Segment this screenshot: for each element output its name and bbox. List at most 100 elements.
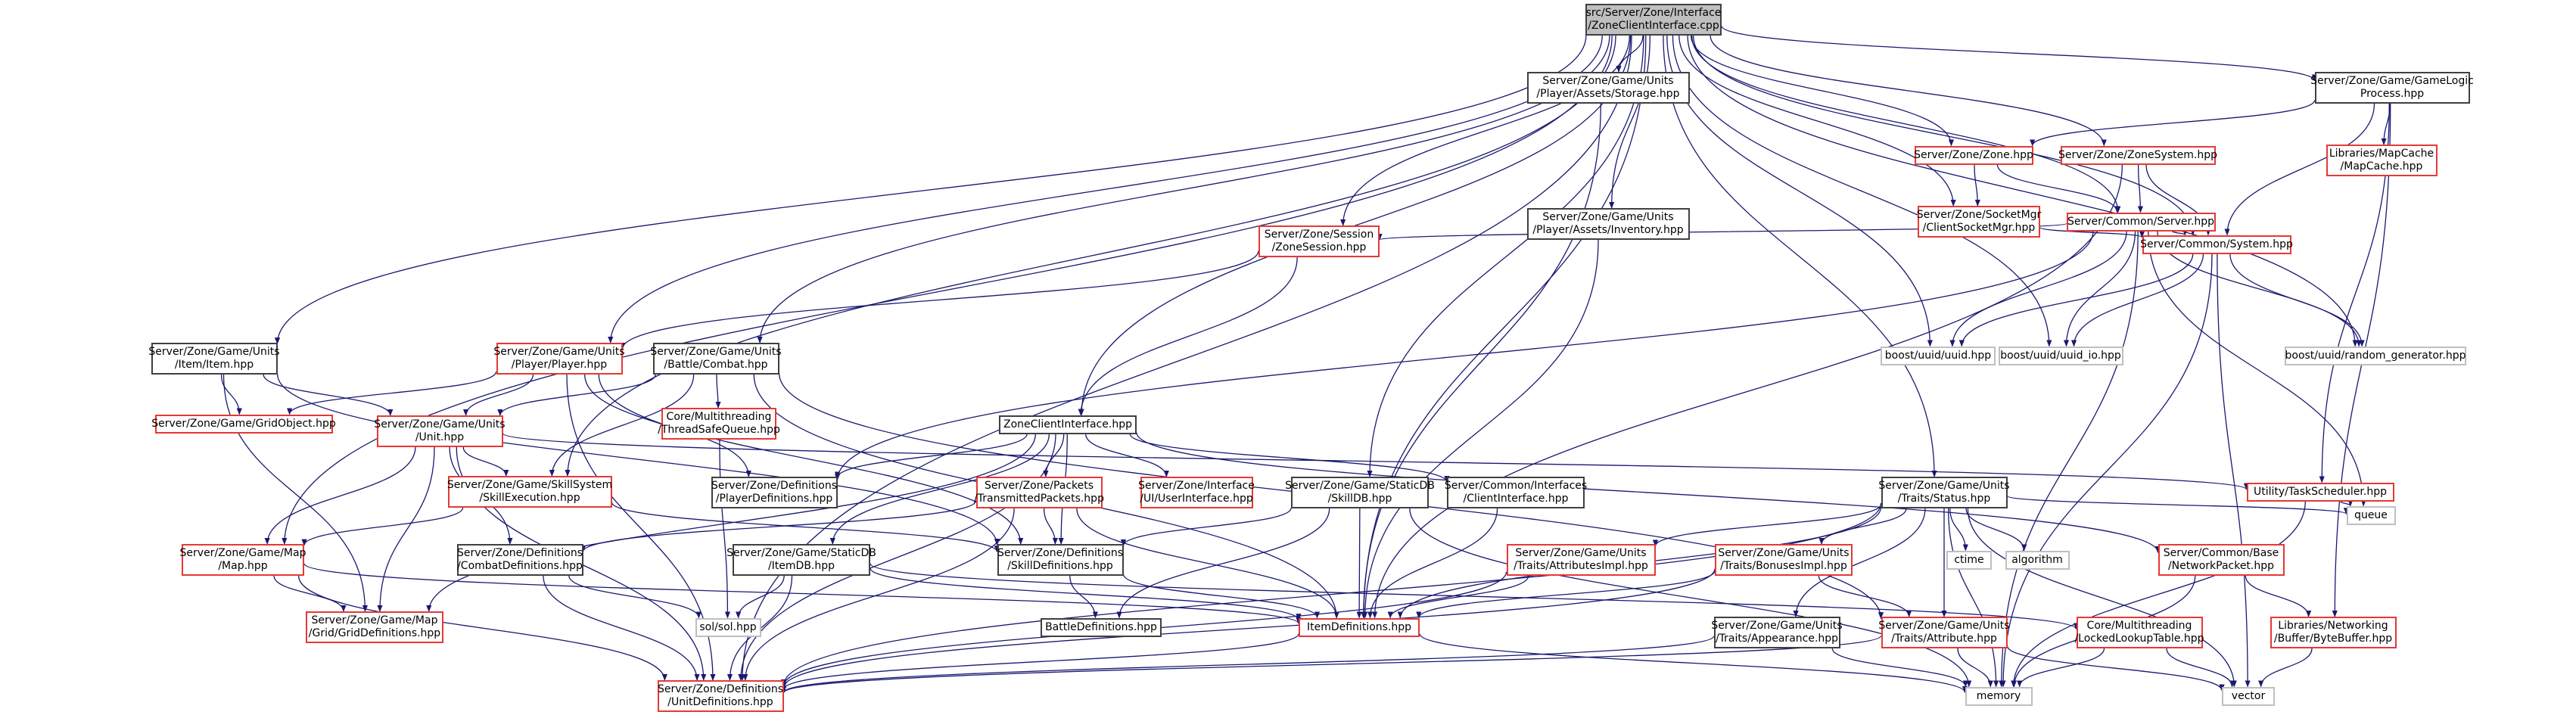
- edge-combat-to-skillexec: [549, 374, 695, 477]
- node-label-line: /PlayerDefinitions.hpp: [715, 493, 833, 505]
- node-tsqueue[interactable]: Core/Multithreading/ThreadSafeQueue.hpp: [658, 408, 780, 440]
- edge-unit-to-map: [264, 446, 416, 545]
- node-sol[interactable]: sol/sol.hpp: [695, 617, 761, 637]
- node-root[interactable]: src/Server/Zone/Interface/ZoneClientInte…: [1585, 4, 1722, 36]
- node-label-line: /SkillDefinitions.hpp: [1007, 560, 1113, 572]
- node-label-line: /Unit.hpp: [415, 431, 465, 443]
- edge-itemdb-to-unitdefs: [726, 575, 793, 681]
- node-zci[interactable]: ZoneClientInterface.hpp: [999, 415, 1137, 434]
- node-combatdefs[interactable]: Server/Zone/Definitions/CombatDefinition…: [456, 544, 583, 576]
- node-combat[interactable]: Server/Zone/Game/Units/Battle/Combat.hpp: [650, 343, 782, 375]
- node-label-line: Server/Zone/Packets: [984, 480, 1094, 492]
- node-status[interactable]: Server/Zone/Game/Units/Traits/Status.hpp: [1878, 477, 2010, 508]
- edge-status-to-attrimpl: [1652, 504, 1882, 547]
- edge-itemdb-to-sol: [736, 575, 785, 619]
- node-memory[interactable]: memory: [1965, 686, 2033, 706]
- node-label-line: /UI/UserInterface.hpp: [1140, 493, 1253, 505]
- edge-root-to-server: [1691, 35, 2121, 213]
- edge-root-to-itemdefs: [1361, 35, 1647, 619]
- node-uuidio[interactable]: boost/uuid/uuid_io.hpp: [1998, 346, 2123, 365]
- edge-system-to-uuidio: [2070, 253, 2204, 347]
- node-appearance[interactable]: Server/Zone/Game/Units/Traits/Appearance…: [1711, 617, 1843, 648]
- node-lockedtable[interactable]: Core/Multithreading/LockedLookupTable.hp…: [2074, 617, 2204, 648]
- edge-attribute-to-vector: [2006, 645, 2225, 692]
- node-label-line: Server/Zone/ZoneSystem.hpp: [2058, 148, 2217, 161]
- node-inventory[interactable]: Server/Zone/Game/Units/Player/Assets/Inv…: [1526, 208, 1690, 240]
- node-server[interactable]: Server/Common/Server.hpp: [2066, 212, 2216, 232]
- node-uiuser[interactable]: Server/Zone/Interface/UI/UserInterface.h…: [1138, 477, 1255, 508]
- node-mapcache[interactable]: Libraries/MapCache/MapCache.hpp: [2326, 145, 2438, 176]
- node-attrimpl[interactable]: Server/Zone/Game/Units/Traits/Attributes…: [1506, 544, 1656, 576]
- node-label-line: /NetworkPacket.hpp: [2167, 560, 2275, 572]
- edge-root-to-randgen: [1687, 35, 2358, 347]
- node-ctime[interactable]: ctime: [1946, 550, 1992, 570]
- node-netpacket[interactable]: Server/Common/Base/NetworkPacket.hpp: [2158, 544, 2285, 576]
- node-label-line: Server/Zone/Game/Units: [493, 346, 625, 358]
- node-vector[interactable]: vector: [2222, 686, 2275, 706]
- node-label-line: Core/Multithreading: [2086, 620, 2192, 632]
- edge-root-to-zonesession: [1340, 35, 1630, 226]
- node-clientsocket[interactable]: Server/Zone/SocketMgr/ClientSocketMgr.hp…: [1917, 206, 2041, 238]
- node-label-line: /ClientInterface.hpp: [1463, 493, 1569, 505]
- node-player[interactable]: Server/Zone/Game/Units/Player/Player.hpp: [493, 343, 625, 375]
- edge-bonusimpl-to-attribute: [1818, 575, 1912, 617]
- edge-combat-to-tsqueue: [715, 374, 721, 409]
- node-map[interactable]: Server/Zone/Game/Map/Map.hpp: [180, 544, 306, 576]
- node-label-line: Core/Multithreading: [666, 411, 772, 423]
- edge-skilldb-to-skilldefs: [1120, 508, 1292, 547]
- node-label-line: Process.hpp: [2360, 88, 2425, 100]
- node-label-line: Server/Common/Base: [2163, 547, 2279, 559]
- node-algorithm[interactable]: algorithm: [2005, 550, 2070, 570]
- node-skillexec[interactable]: Server/Zone/Game/SkillSystem/SkillExecut…: [447, 476, 612, 508]
- edge-root-to-player: [608, 35, 1603, 344]
- node-label-line: Server/Zone/Game/GridObject.hpp: [151, 417, 336, 430]
- node-uuid[interactable]: boost/uuid/uuid.hpp: [1881, 346, 1996, 365]
- node-zonehpp[interactable]: Server/Zone/Zone.hpp: [1914, 145, 2033, 165]
- node-unit[interactable]: Server/Zone/Game/Units/Unit.hpp: [374, 415, 506, 447]
- node-system[interactable]: Server/Common/System.hpp: [2140, 235, 2293, 254]
- node-gridobject[interactable]: Server/Zone/Game/GridObject.hpp: [151, 414, 336, 434]
- node-label-line: boost/uuid/uuid_io.hpp: [2000, 349, 2121, 362]
- node-label-line: Server/Zone/Game/StaticDB: [1285, 480, 1435, 492]
- node-bonusimpl[interactable]: Server/Zone/Game/Units/Traits/BonusesImp…: [1715, 544, 1853, 576]
- edge-system-to-uuid: [1958, 253, 2194, 347]
- edge-netpacket-to-bytebuffer: [2245, 575, 2312, 617]
- edge-status-to-appearance: [1793, 508, 1926, 617]
- node-bytebuffer[interactable]: Libraries/Networking/Buffer/ByteBuffer.h…: [2270, 617, 2397, 648]
- node-label-line: Server/Zone/Game/GameLogic: [2310, 75, 2474, 87]
- node-unitdefs[interactable]: Server/Zone/Definitions/UnitDefinitions.…: [657, 680, 784, 712]
- node-zonesystem[interactable]: Server/Zone/ZoneSystem.hpp: [2058, 145, 2217, 165]
- node-taskscheduler[interactable]: Utility/TaskScheduler.hpp: [2246, 482, 2394, 502]
- edge-taskscheduler-to-queue: [2340, 499, 2354, 507]
- edge-map-to-itemdefs: [303, 563, 1302, 625]
- node-label-line: Server/Zone/Game/Units: [1878, 620, 2010, 632]
- node-label-line: /ClientSocketMgr.hpp: [1922, 222, 2036, 234]
- node-skilldefs[interactable]: Server/Zone/Definitions/SkillDefinitions…: [997, 544, 1124, 576]
- edge-root-to-map: [282, 35, 1613, 545]
- node-attribute[interactable]: Server/Zone/Game/Units/Traits/Attribute.…: [1878, 617, 2010, 648]
- node-playerdefs[interactable]: Server/Zone/Definitions/PlayerDefinition…: [711, 477, 838, 508]
- node-itemdefs[interactable]: ItemDefinitions.hpp: [1299, 617, 1420, 637]
- edge-bonusimpl-to-unitdefs: [780, 568, 1716, 689]
- node-queue[interactable]: queue: [2346, 505, 2396, 525]
- node-item[interactable]: Server/Zone/Game/Units/Item/Item.hpp: [148, 343, 280, 375]
- edge-appearance-to-memory: [1831, 648, 1968, 688]
- edge-zci-to-packets: [1043, 434, 1065, 477]
- edge-root-to-inventory: [1609, 35, 1650, 209]
- node-skilldb[interactable]: Server/Zone/Game/StaticDB/SkillDB.hpp: [1285, 477, 1435, 508]
- node-randgen[interactable]: boost/uuid/random_generator.hpp: [2285, 346, 2466, 365]
- node-clientif[interactable]: Server/Common/Interfaces/ClientInterface…: [1445, 477, 1587, 508]
- node-label-line: /Battle/Combat.hpp: [664, 359, 768, 371]
- edge-zci-to-uiuser: [1084, 434, 1169, 477]
- edge-lockedtable-to-memory: [2017, 648, 2105, 688]
- node-packets[interactable]: Server/Zone/Packets/TransmittedPackets.h…: [974, 477, 1104, 508]
- edge-status-to-ctime: [1949, 508, 1969, 552]
- node-storage[interactable]: Server/Zone/Game/Units/Player/Assets/Sto…: [1526, 72, 1690, 104]
- node-label-line: /Traits/Status.hpp: [1897, 493, 1991, 505]
- node-itemdb[interactable]: Server/Zone/Game/StaticDB/ItemDB.hpp: [726, 544, 876, 576]
- node-battledefs[interactable]: BattleDefinitions.hpp: [1041, 617, 1162, 637]
- node-griddefs[interactable]: Server/Zone/Game/Map/Grid/GridDefinition…: [306, 611, 443, 643]
- node-zonesession[interactable]: Server/Zone/Session/ZoneSession.hpp: [1258, 225, 1380, 257]
- edge-clientsocket-to-system: [2039, 227, 2145, 238]
